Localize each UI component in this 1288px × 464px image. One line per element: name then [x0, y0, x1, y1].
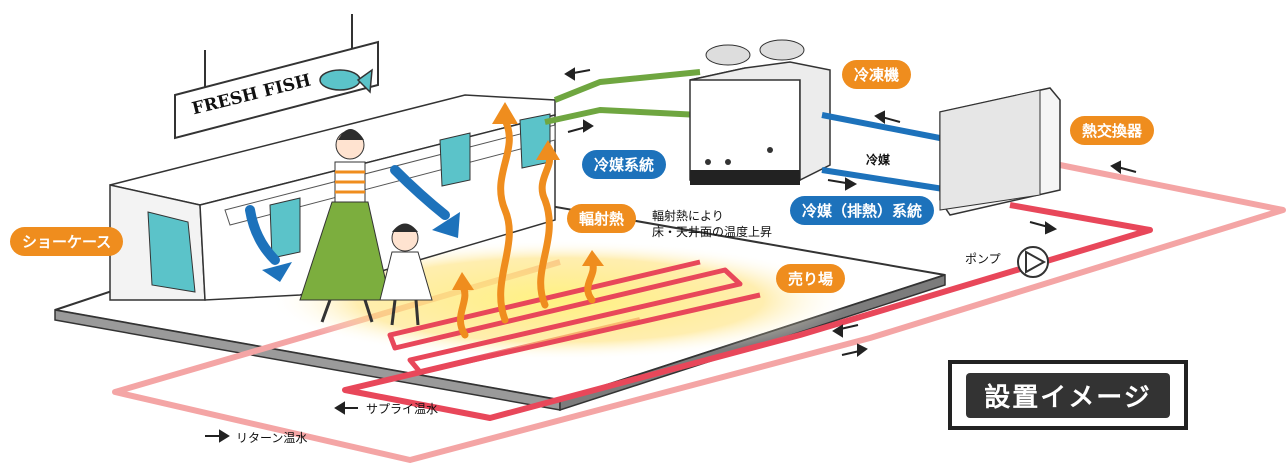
radiant-note-line1: 輻射熱により	[652, 209, 724, 223]
refrigerant-pipes	[544, 69, 701, 125]
cold-air-arrowhead	[432, 212, 460, 238]
cold-air-arrowhead	[262, 262, 292, 282]
return-water-pipe	[112, 162, 1286, 463]
radiant-note-line2: 床・天井面の温度上昇	[652, 225, 773, 239]
fan-icon	[759, 39, 805, 61]
pump-icon	[1017, 246, 1049, 278]
floor-heating-coil	[387, 259, 761, 375]
refrigerant-exhaust-system-label: 冷媒（排熱）系統	[790, 196, 935, 225]
cold-air-arrows	[245, 165, 450, 265]
exhaust-heat-pipes	[821, 112, 951, 193]
pump-label: ポンプ	[965, 252, 1001, 266]
supply-water-pipe	[342, 202, 1153, 421]
supply-water-label: サプライ温水	[366, 402, 439, 416]
child-figure	[379, 223, 433, 326]
fish-icon	[319, 69, 361, 91]
mother-figure	[299, 129, 391, 323]
return-water-label: リターン温水	[236, 431, 308, 445]
refrigerator-unit	[689, 39, 831, 185]
refrigerant-label: 冷媒	[866, 153, 891, 167]
showcase-label: ショーケース	[10, 227, 124, 256]
heat-exchanger-label: 熱交換器	[1070, 116, 1155, 145]
refrigerator-label: 冷凍機	[842, 60, 912, 89]
heat-arrowheads	[452, 102, 604, 290]
fresh-fish-sign	[174, 14, 379, 140]
radiant-heat-label: 輻射熱	[567, 204, 637, 233]
heat-exchanger	[939, 87, 1061, 216]
showcase	[109, 94, 556, 301]
flow-arrows	[205, 67, 1137, 443]
sales-floor-label: 売り場	[776, 264, 846, 293]
refrigerant-system-label: 冷媒系統	[582, 150, 667, 179]
installation-image-badge: 設置イメージ	[948, 360, 1188, 430]
fan-icon	[705, 44, 751, 66]
installation-image-title: 設置イメージ	[966, 372, 1170, 418]
